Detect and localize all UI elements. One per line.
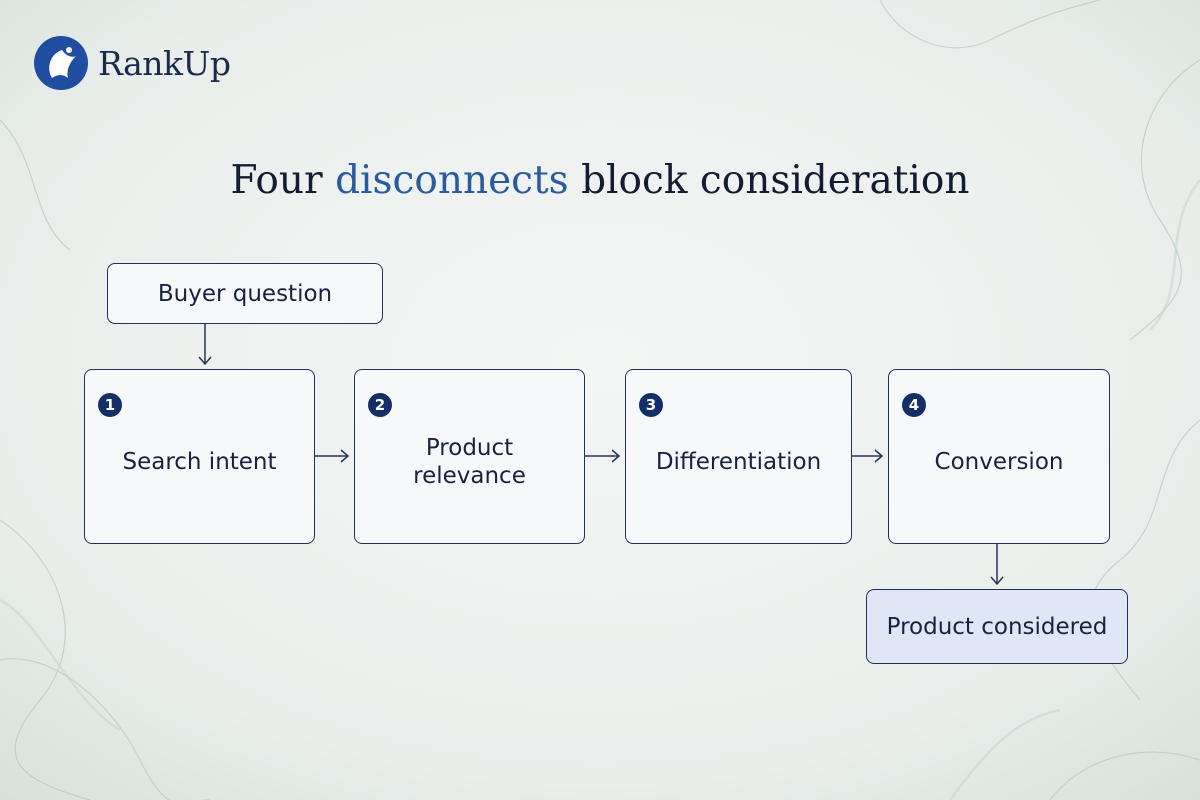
brand-logo[interactable]: RankUp (32, 34, 231, 92)
end-node-label: Product considered (886, 613, 1108, 640)
start-node-buyer-question: Buyer question (107, 263, 383, 324)
step-1-label: Search intent (122, 448, 277, 475)
brand-name: RankUp (98, 43, 231, 83)
step-1-node: 1 Search intent (84, 369, 315, 544)
step-2-node: 2 Product relevance (354, 369, 585, 544)
page-title: Four disconnects block consideration (0, 158, 1200, 203)
step-4-badge: 4 (902, 393, 926, 417)
step-2-badge: 2 (368, 393, 392, 417)
step-4-label: Conversion (934, 448, 1064, 475)
step-4-node: 4 Conversion (888, 369, 1110, 544)
step-2-label: Product relevance (413, 434, 526, 489)
title-accent: disconnects (335, 158, 569, 203)
end-node-product-considered: Product considered (866, 589, 1128, 664)
step-3-label: Differentiation (655, 448, 822, 475)
step-3-node: 3 Differentiation (625, 369, 852, 544)
rankup-logo-icon (34, 36, 88, 90)
title-prefix: Four (230, 158, 323, 203)
title-suffix: block consideration (581, 158, 970, 203)
step-1-badge: 1 (98, 393, 122, 417)
step-3-badge: 3 (639, 393, 663, 417)
start-node-label: Buyer question (157, 280, 333, 307)
